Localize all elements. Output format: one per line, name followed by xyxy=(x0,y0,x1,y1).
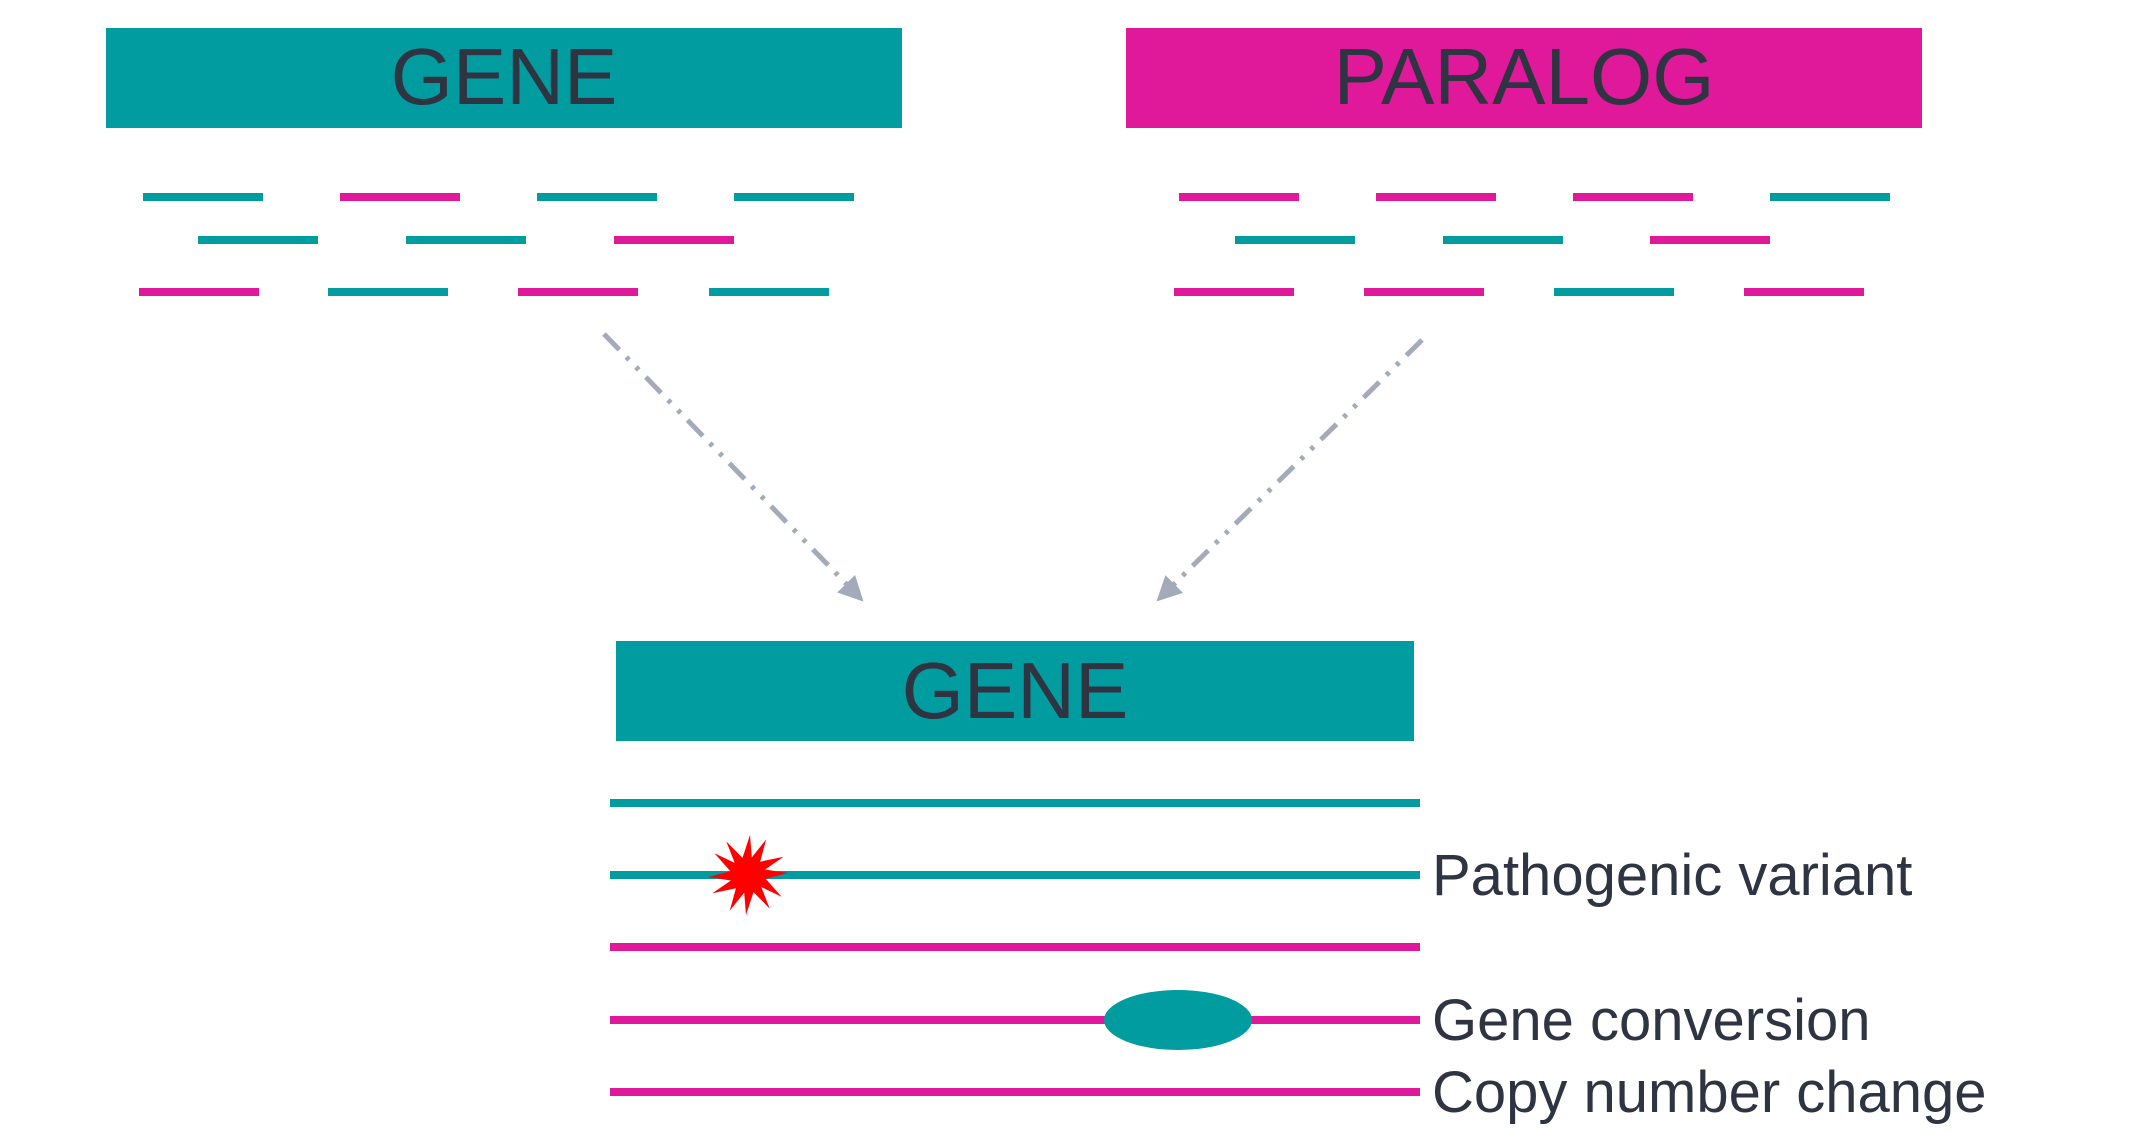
paralog-box-top-label: PARALOG xyxy=(1334,32,1715,121)
gene-conversion-ellipse-icon xyxy=(1104,990,1252,1050)
arrow-paralog-to-result xyxy=(1156,338,1424,602)
gene-box-top xyxy=(106,28,902,128)
gene-box-top-label: GENE xyxy=(391,32,618,121)
paralog-reads-group xyxy=(1174,193,1890,296)
track-annotation-label: Gene conversion xyxy=(1432,988,1870,1053)
track-annotation-label: Pathogenic variant xyxy=(1432,843,1912,908)
arrow-gene-to-result xyxy=(602,332,864,602)
track-annotation-label: Copy number change xyxy=(1432,1060,1987,1125)
pathogenic-variant-star-icon xyxy=(708,835,788,915)
gene-box-bottom xyxy=(616,641,1414,741)
gene-reads-group xyxy=(139,193,854,296)
paralog-box-top xyxy=(1126,28,1922,128)
gene-box-bottom-label: GENE xyxy=(902,646,1129,735)
